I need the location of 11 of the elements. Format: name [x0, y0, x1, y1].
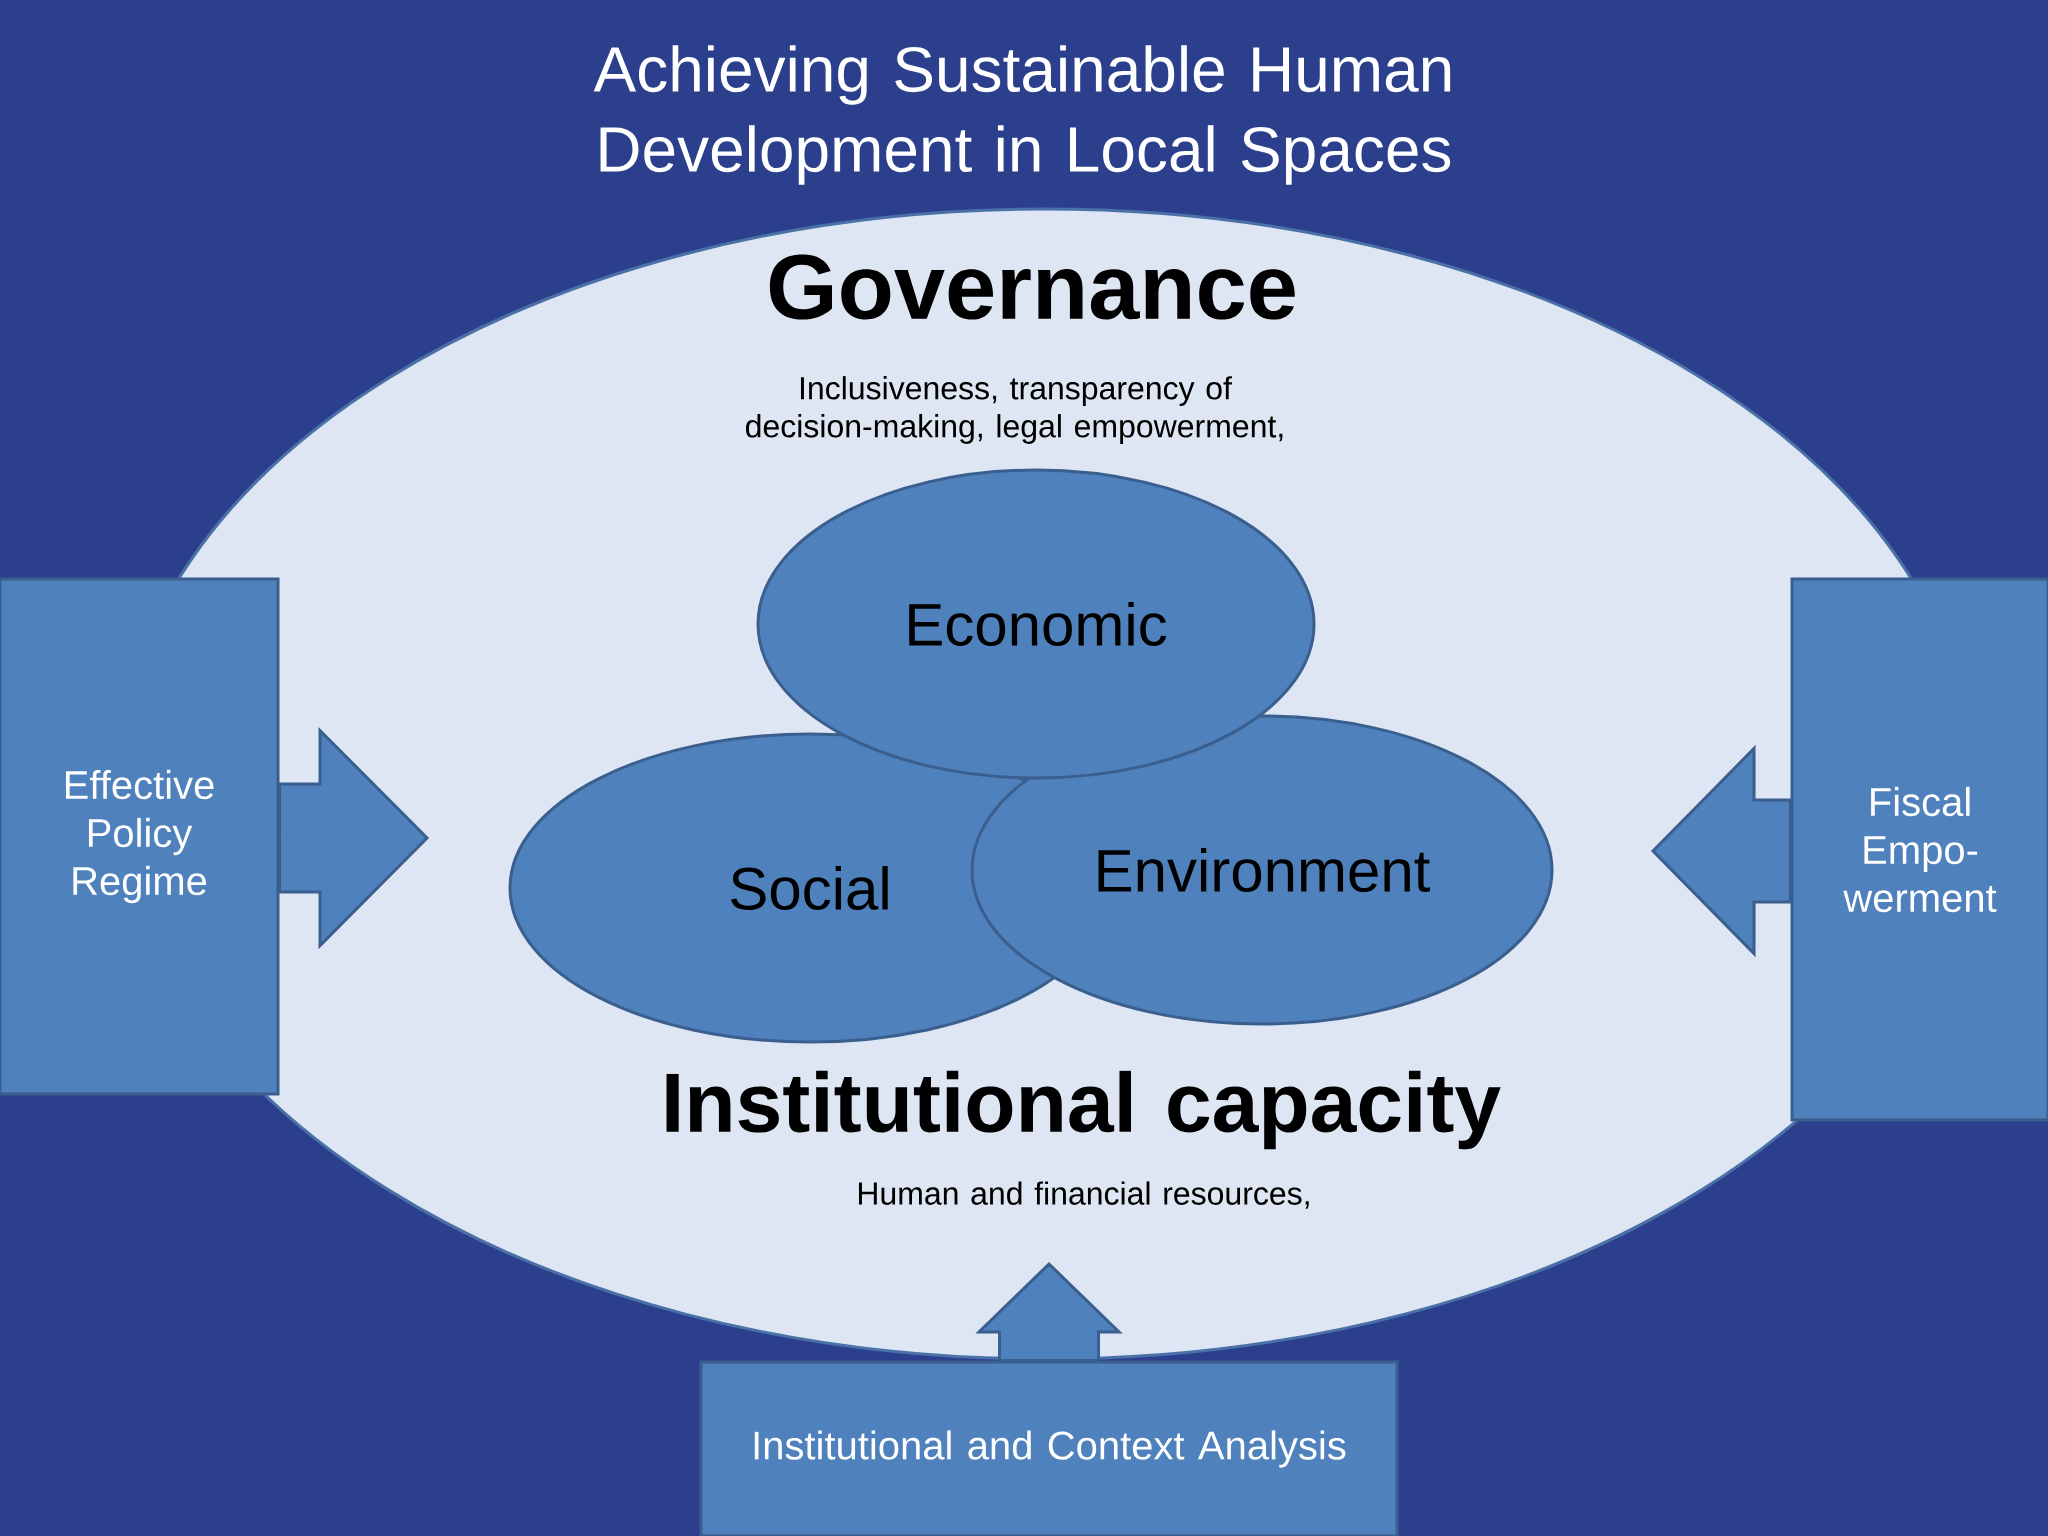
description: Inclusiveness, transparency of decision-making, legal empowerment,	[746, 376, 1283, 444]
box: Fiscal Empo- werment	[1790, 577, 2048, 1122]
block-arrow	[1650, 744, 1793, 958]
description: Human and financial resources,	[859, 1181, 1309, 1209]
block-arrow	[278, 726, 430, 950]
box: Institutional and Context Analysis	[699, 1360, 1399, 1536]
title: Achieving Sustainable Human Development in Local Spaces	[593, 45, 1451, 185]
heading: Institutional capacity	[666, 1070, 1501, 1150]
block-arrow	[975, 1261, 1123, 1362]
box: Effective Policy Regime	[0, 577, 280, 1096]
heading: Governance	[769, 254, 1295, 320]
